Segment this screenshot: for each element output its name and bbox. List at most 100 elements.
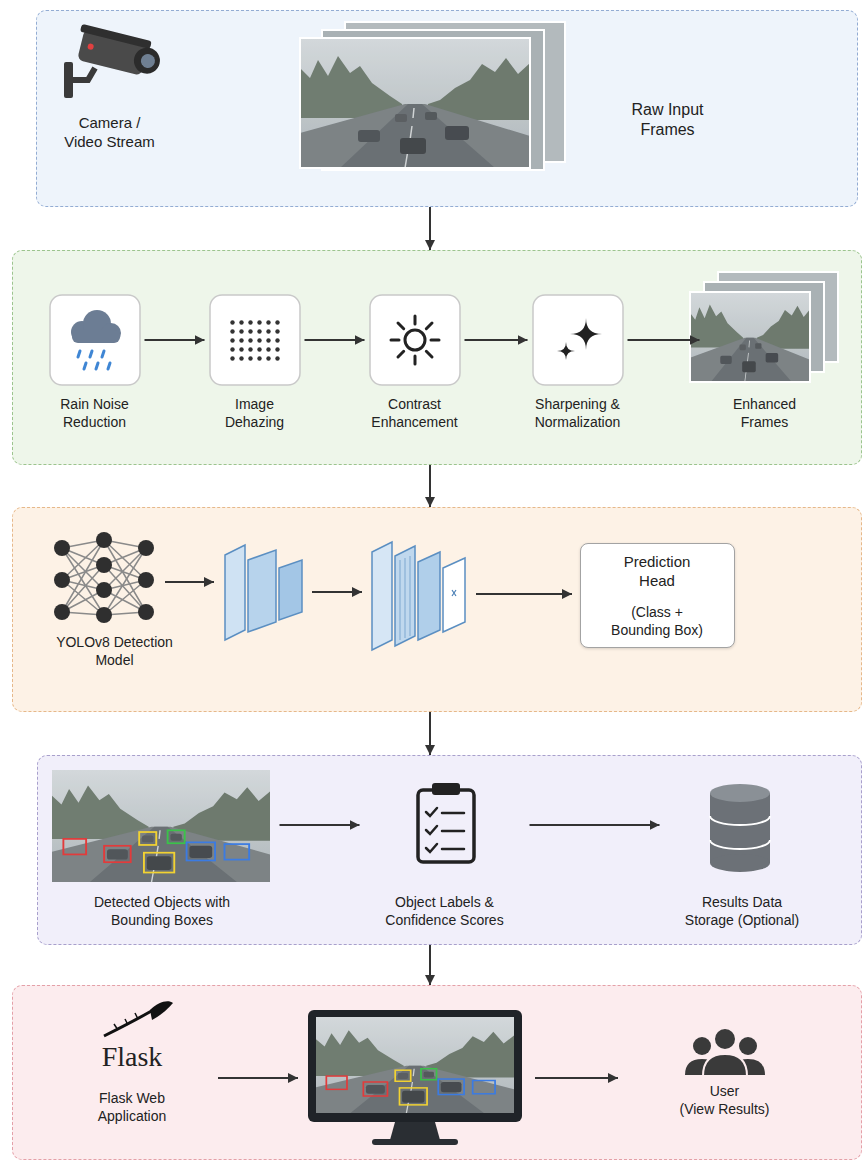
rain-cloud-icon (78, 351, 80, 357)
model-flow-arrow (165, 582, 572, 594)
node-label: Camera / Video Stream (63, 113, 157, 152)
step-icon-boxes (210, 295, 300, 385)
rain-cloud-icon (108, 363, 110, 369)
step-icon-boxes (533, 295, 623, 385)
camera-icon (64, 24, 164, 98)
source-item: Camera / Video Stream (60, 25, 160, 160)
clipboard-icon (418, 790, 474, 862)
process-step: Image Dehazing (205, 295, 305, 435)
flow-arrow (429, 712, 431, 755)
enhanced-frames-picture (690, 292, 810, 382)
monitor-picture (326, 1069, 495, 1105)
step-icon-boxes (50, 295, 623, 385)
neural-network-icon (96, 532, 112, 548)
frames-item: Enhanced Frames (700, 270, 830, 445)
node-label: Contrast Enhancement (367, 395, 463, 431)
flow-arrow (280, 824, 360, 826)
output-item: Object Labels & Confidence Scores (360, 768, 530, 938)
model-flow-arrow (312, 591, 362, 593)
node-label: Enhanced Frames (715, 395, 815, 431)
prediction-head-box: Prediction Head(Class + Bounding Box) (580, 543, 735, 648)
flask-horn-icon (104, 1001, 173, 1036)
flow-arrow (465, 339, 528, 341)
enhanced-frames-picture (690, 292, 810, 382)
neural-network-icon (96, 582, 112, 598)
clipboard-icon (432, 783, 460, 795)
database-icon (710, 793, 770, 863)
user-item: User(View Results) (650, 1020, 800, 1145)
database-icon (710, 816, 770, 849)
stage-band: FlaskFlask Web Application User(View Resu… (12, 985, 862, 1160)
feature-maps-icon (418, 552, 440, 640)
conv-layers-icon (279, 560, 302, 620)
band-ground (12, 250, 862, 465)
neural-network-icon (54, 540, 70, 556)
flow-arrow (145, 339, 205, 341)
neural-network-icon (138, 604, 154, 620)
monitor-picture (308, 1010, 522, 1122)
model-item: YOLOv8 Detection Model (40, 528, 190, 678)
sun-icon (391, 316, 439, 364)
neural-network-icon (54, 604, 70, 620)
flow-arrow (429, 945, 431, 985)
stage-band: Rain Noise ReductionImage DehazingContra… (12, 250, 862, 465)
clipboard-icon (426, 844, 437, 852)
neural-network-icon (54, 572, 70, 588)
conv-layers-icon (225, 545, 245, 640)
rain-cloud-icon (84, 363, 86, 369)
node-sublabel: (Class + Bounding Box) (607, 603, 707, 639)
raw-frames-picture (300, 38, 530, 168)
node-label: Results Data Storage (Optional) (680, 893, 805, 929)
neural-network-icon (54, 532, 154, 623)
raw-frames-picture (300, 22, 565, 170)
node-sublabel: Flask Web Application (77, 1089, 187, 1125)
output-item: Results Data Storage (Optional) (660, 768, 825, 938)
node-label: Image Dehazing (207, 395, 303, 431)
feature-maps-icon (372, 542, 465, 650)
monitor-picture (316, 1017, 514, 1113)
rain-cloud-icon (71, 310, 121, 369)
flow-arrow (530, 824, 660, 826)
clipboard-icon (442, 830, 464, 833)
conv-layers-icon (248, 550, 276, 632)
feature-maps-icon (443, 558, 465, 632)
feature-maps-icon (395, 546, 415, 646)
app-flow-arrow (535, 1077, 618, 1079)
flow-arrow (305, 339, 365, 341)
camera-icon (72, 68, 95, 80)
detected-objects-picture (52, 770, 270, 882)
flow-arrow (429, 207, 431, 250)
user-icon (703, 1054, 747, 1076)
band-ground (12, 507, 862, 712)
band-ground (12, 985, 862, 1160)
clipboard-icon (442, 848, 464, 851)
rain-cloud-icon (102, 351, 104, 357)
clipboard-icon (418, 783, 474, 862)
database-icon (710, 854, 770, 872)
user-icon (693, 1037, 711, 1055)
neural-network-icon (138, 540, 154, 556)
sun-icon (405, 330, 425, 350)
rain-cloud-icon (78, 351, 110, 369)
sun-icon (391, 316, 439, 364)
neural-network-icon (62, 540, 146, 615)
feature-maps-icon (400, 556, 410, 640)
step-icon-boxes (50, 295, 140, 385)
flask-horn-icon (114, 1013, 138, 1030)
feature-maps-icon (372, 542, 392, 650)
database-icon (710, 784, 770, 872)
band-ground (36, 10, 858, 207)
enhanced-frames-picture (690, 272, 838, 382)
flow-arrow (628, 339, 700, 341)
node-label: Raw Input Frames (618, 100, 718, 142)
step-icon-boxes (370, 295, 460, 385)
node-label: Object Labels & Confidence Scores (375, 893, 515, 929)
node-label: YOLOv8 Detection Model (55, 633, 175, 669)
detected-objects-picture (52, 770, 270, 882)
web-app-item: FlaskFlask Web Application (55, 995, 210, 1145)
stage-band: Detected Objects with Bounding Boxes Obje… (37, 755, 862, 945)
sparkle-icon (570, 318, 602, 350)
node-label: Detected Objects with Bounding Boxes (77, 893, 247, 929)
band-ground (37, 755, 862, 945)
